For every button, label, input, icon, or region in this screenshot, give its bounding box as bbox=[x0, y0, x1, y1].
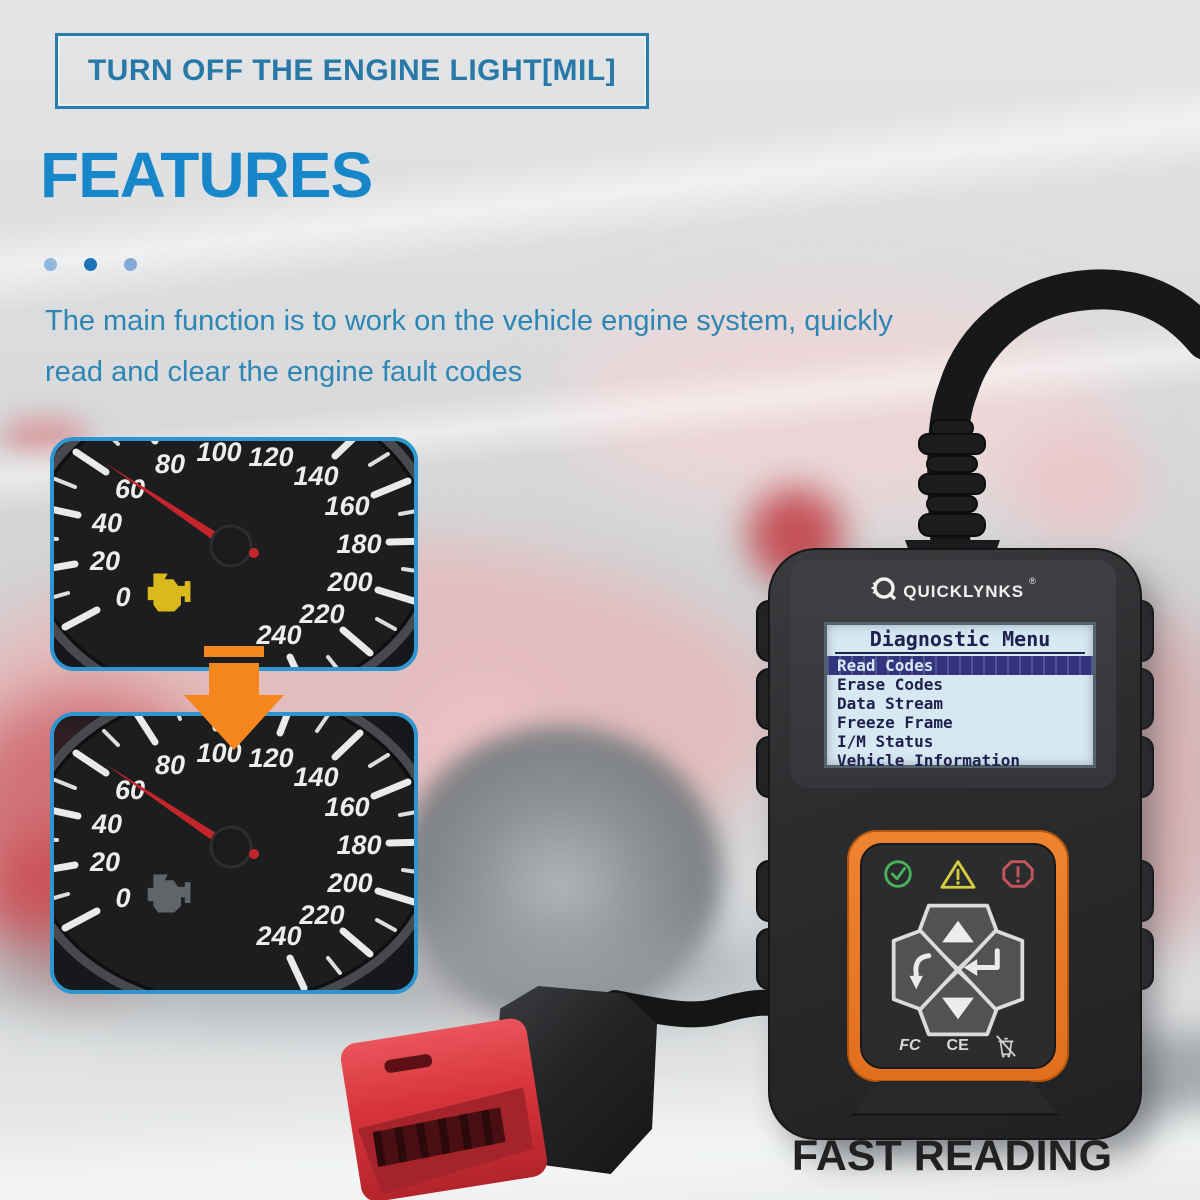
keypad-panel: FC CE bbox=[847, 830, 1069, 1082]
logo-q-icon bbox=[871, 577, 897, 601]
svg-text:0: 0 bbox=[115, 582, 130, 612]
description-line: read and clear the engine fault codes bbox=[45, 356, 523, 388]
svg-text:160: 160 bbox=[324, 792, 369, 822]
up-arrow-icon bbox=[942, 920, 974, 943]
needle-hub bbox=[209, 524, 253, 568]
features-title: FEATURES bbox=[40, 139, 373, 211]
menu-item-vehicle-information: Vehicle Information bbox=[837, 751, 1021, 770]
svg-text:60: 60 bbox=[115, 775, 145, 805]
arrow-segment bbox=[209, 663, 259, 695]
back-button bbox=[891, 928, 960, 1012]
device-faceplate: QUICKLYNKS ® Diagnostic Menu Read Codes … bbox=[790, 560, 1116, 788]
enter-arrow-icon bbox=[963, 948, 1000, 976]
menu-item-data-stream: Data Stream bbox=[837, 694, 943, 713]
brand-name: QUICKLYNKS bbox=[903, 582, 1025, 601]
banner: TURN OFF THE ENGINE LIGHT[MIL] bbox=[55, 33, 649, 109]
svg-text:240: 240 bbox=[255, 921, 301, 951]
strain-relief bbox=[905, 419, 1000, 568]
obd-connector-plug bbox=[338, 1016, 550, 1200]
svg-text:100: 100 bbox=[196, 441, 241, 467]
dot-icon bbox=[84, 258, 97, 271]
obd-scanner-device: QUICKLYNKS ® Diagnostic Menu Read Codes … bbox=[768, 548, 1142, 1140]
dot-icon bbox=[44, 258, 57, 271]
check-icon bbox=[884, 860, 912, 888]
needle-hub bbox=[209, 825, 253, 869]
svg-text:80: 80 bbox=[155, 449, 185, 479]
caption-fast-reading: FAST READING bbox=[791, 1132, 1113, 1180]
screen-divider bbox=[835, 652, 1085, 654]
arrow-segment bbox=[204, 646, 264, 657]
back-arrow-icon bbox=[909, 953, 932, 990]
down-arrow-icon bbox=[181, 646, 287, 750]
status-indicator-row bbox=[862, 857, 1054, 891]
dot-icon bbox=[124, 258, 137, 271]
fcc-mark: FC bbox=[899, 1037, 921, 1054]
needle-counterweight bbox=[249, 548, 259, 558]
decorative-dots bbox=[44, 258, 137, 271]
svg-text:60: 60 bbox=[115, 474, 145, 504]
svg-text:180: 180 bbox=[336, 529, 381, 559]
svg-text:140: 140 bbox=[293, 762, 338, 792]
main-cable bbox=[927, 269, 1200, 580]
banner-text: TURN OFF THE ENGINE LIGHT[MIL] bbox=[87, 54, 617, 87]
svg-text:220: 220 bbox=[298, 900, 344, 930]
features-description: The main function is to work on the vehi… bbox=[45, 296, 925, 398]
ce-mark: CE bbox=[946, 1037, 969, 1054]
device-screen: Diagnostic Menu Read Codes Erase Codes D… bbox=[824, 622, 1096, 770]
svg-text:220: 220 bbox=[298, 599, 344, 629]
menu-item-freeze-frame: Freeze Frame bbox=[837, 713, 953, 732]
svg-text:140: 140 bbox=[293, 461, 338, 491]
svg-text:120: 120 bbox=[248, 442, 293, 472]
weee-icon bbox=[995, 1035, 1016, 1058]
svg-text:0: 0 bbox=[115, 883, 130, 913]
svg-text:200: 200 bbox=[326, 868, 372, 898]
keypad-inner-panel: FC CE bbox=[860, 843, 1056, 1069]
svg-text:40: 40 bbox=[91, 508, 122, 538]
connector-slot bbox=[383, 1053, 434, 1074]
svg-text:20: 20 bbox=[89, 847, 120, 877]
arrow-head bbox=[184, 695, 284, 750]
certification-row: FC CE bbox=[862, 1033, 1054, 1059]
gauge-panel-after: 0 20 40 60 80 100 120 140 160 180 200 22… bbox=[50, 712, 418, 994]
brand-logo: QUICKLYNKS ® bbox=[790, 574, 1116, 602]
screen-title: Diagnostic Menu bbox=[869, 627, 1051, 651]
svg-text:160: 160 bbox=[324, 491, 369, 521]
registered-mark: ® bbox=[1029, 576, 1036, 586]
menu-item-erase-codes: Erase Codes bbox=[837, 675, 943, 694]
svg-text:180: 180 bbox=[336, 830, 381, 860]
connector-pin-face bbox=[356, 1087, 537, 1197]
device-chin bbox=[850, 1081, 1060, 1116]
svg-text:200: 200 bbox=[326, 567, 372, 597]
connector-pins bbox=[372, 1107, 507, 1167]
description-line: The main function is to work on the vehi… bbox=[45, 305, 893, 337]
gauge-panel-before: 0 20 40 60 80 100 120 140 160 180 200 22… bbox=[50, 437, 418, 671]
svg-text:80: 80 bbox=[155, 750, 185, 780]
down-arrow-icon bbox=[942, 997, 974, 1020]
menu-item-im-status: I/M Status bbox=[837, 732, 934, 751]
dpad bbox=[891, 903, 1025, 1037]
alert-icon bbox=[1002, 860, 1034, 888]
menu-item-read-codes: Read Codes bbox=[827, 656, 1093, 675]
svg-text:40: 40 bbox=[91, 809, 122, 839]
svg-text:20: 20 bbox=[89, 546, 120, 576]
needle-counterweight bbox=[249, 849, 259, 859]
warning-icon bbox=[940, 860, 976, 889]
